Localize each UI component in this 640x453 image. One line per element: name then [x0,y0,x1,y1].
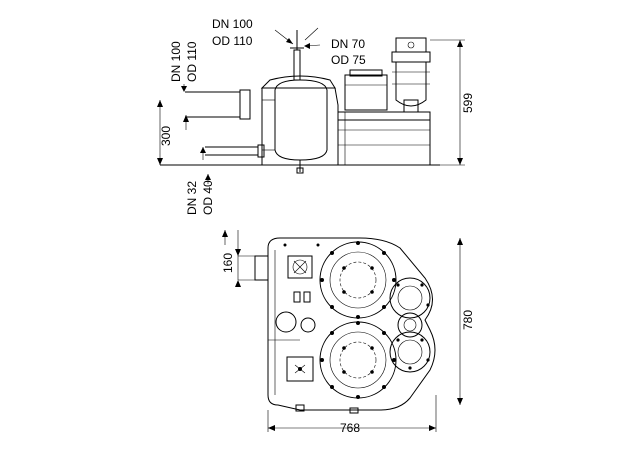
side-elevation: DN 100 OD 110 DN 70 OD 75 DN 100 OD 110 … [157,17,475,215]
upper-flange [319,241,397,319]
pump-tower [391,37,431,113]
top-dimension-arrows [274,27,321,49]
height-599-dimension [430,39,465,166]
plan-768-dimension [267,395,437,432]
plan-view: 160 780 768 [221,230,475,435]
plan-768-label: 768 [340,421,360,435]
drain-od-label: OD 40 [201,180,215,215]
motor-unit [344,69,388,111]
height-300-dimension [157,100,206,165]
side-dn-label: DN 100 [169,41,183,82]
lower-flange [319,321,397,399]
drain-pipe [205,144,265,158]
height-300-label: 300 [159,126,173,146]
right-small-flanges [389,277,431,373]
side-od-label: OD 110 [185,41,199,82]
vent-dn-label: DN 70 [331,37,365,51]
plan-left-components [275,243,359,414]
tank-body [260,75,431,174]
inlet-dn-label: DN 100 [212,17,253,31]
drain-dn-label: DN 32 [185,181,199,215]
inlet-pipe [185,89,251,120]
plan-outline [267,237,436,411]
inlet-od-label: OD 110 [212,34,253,48]
height-599-label: 599 [461,93,475,113]
plan-160-dimension [222,230,241,287]
plan-160-label: 160 [221,253,235,273]
plan-780-dimension [457,238,463,405]
plan-780-label: 780 [461,310,475,330]
top-inlet-stub [290,30,304,81]
vent-od-label: OD 75 [331,53,366,67]
plan-side-stub [254,255,269,281]
